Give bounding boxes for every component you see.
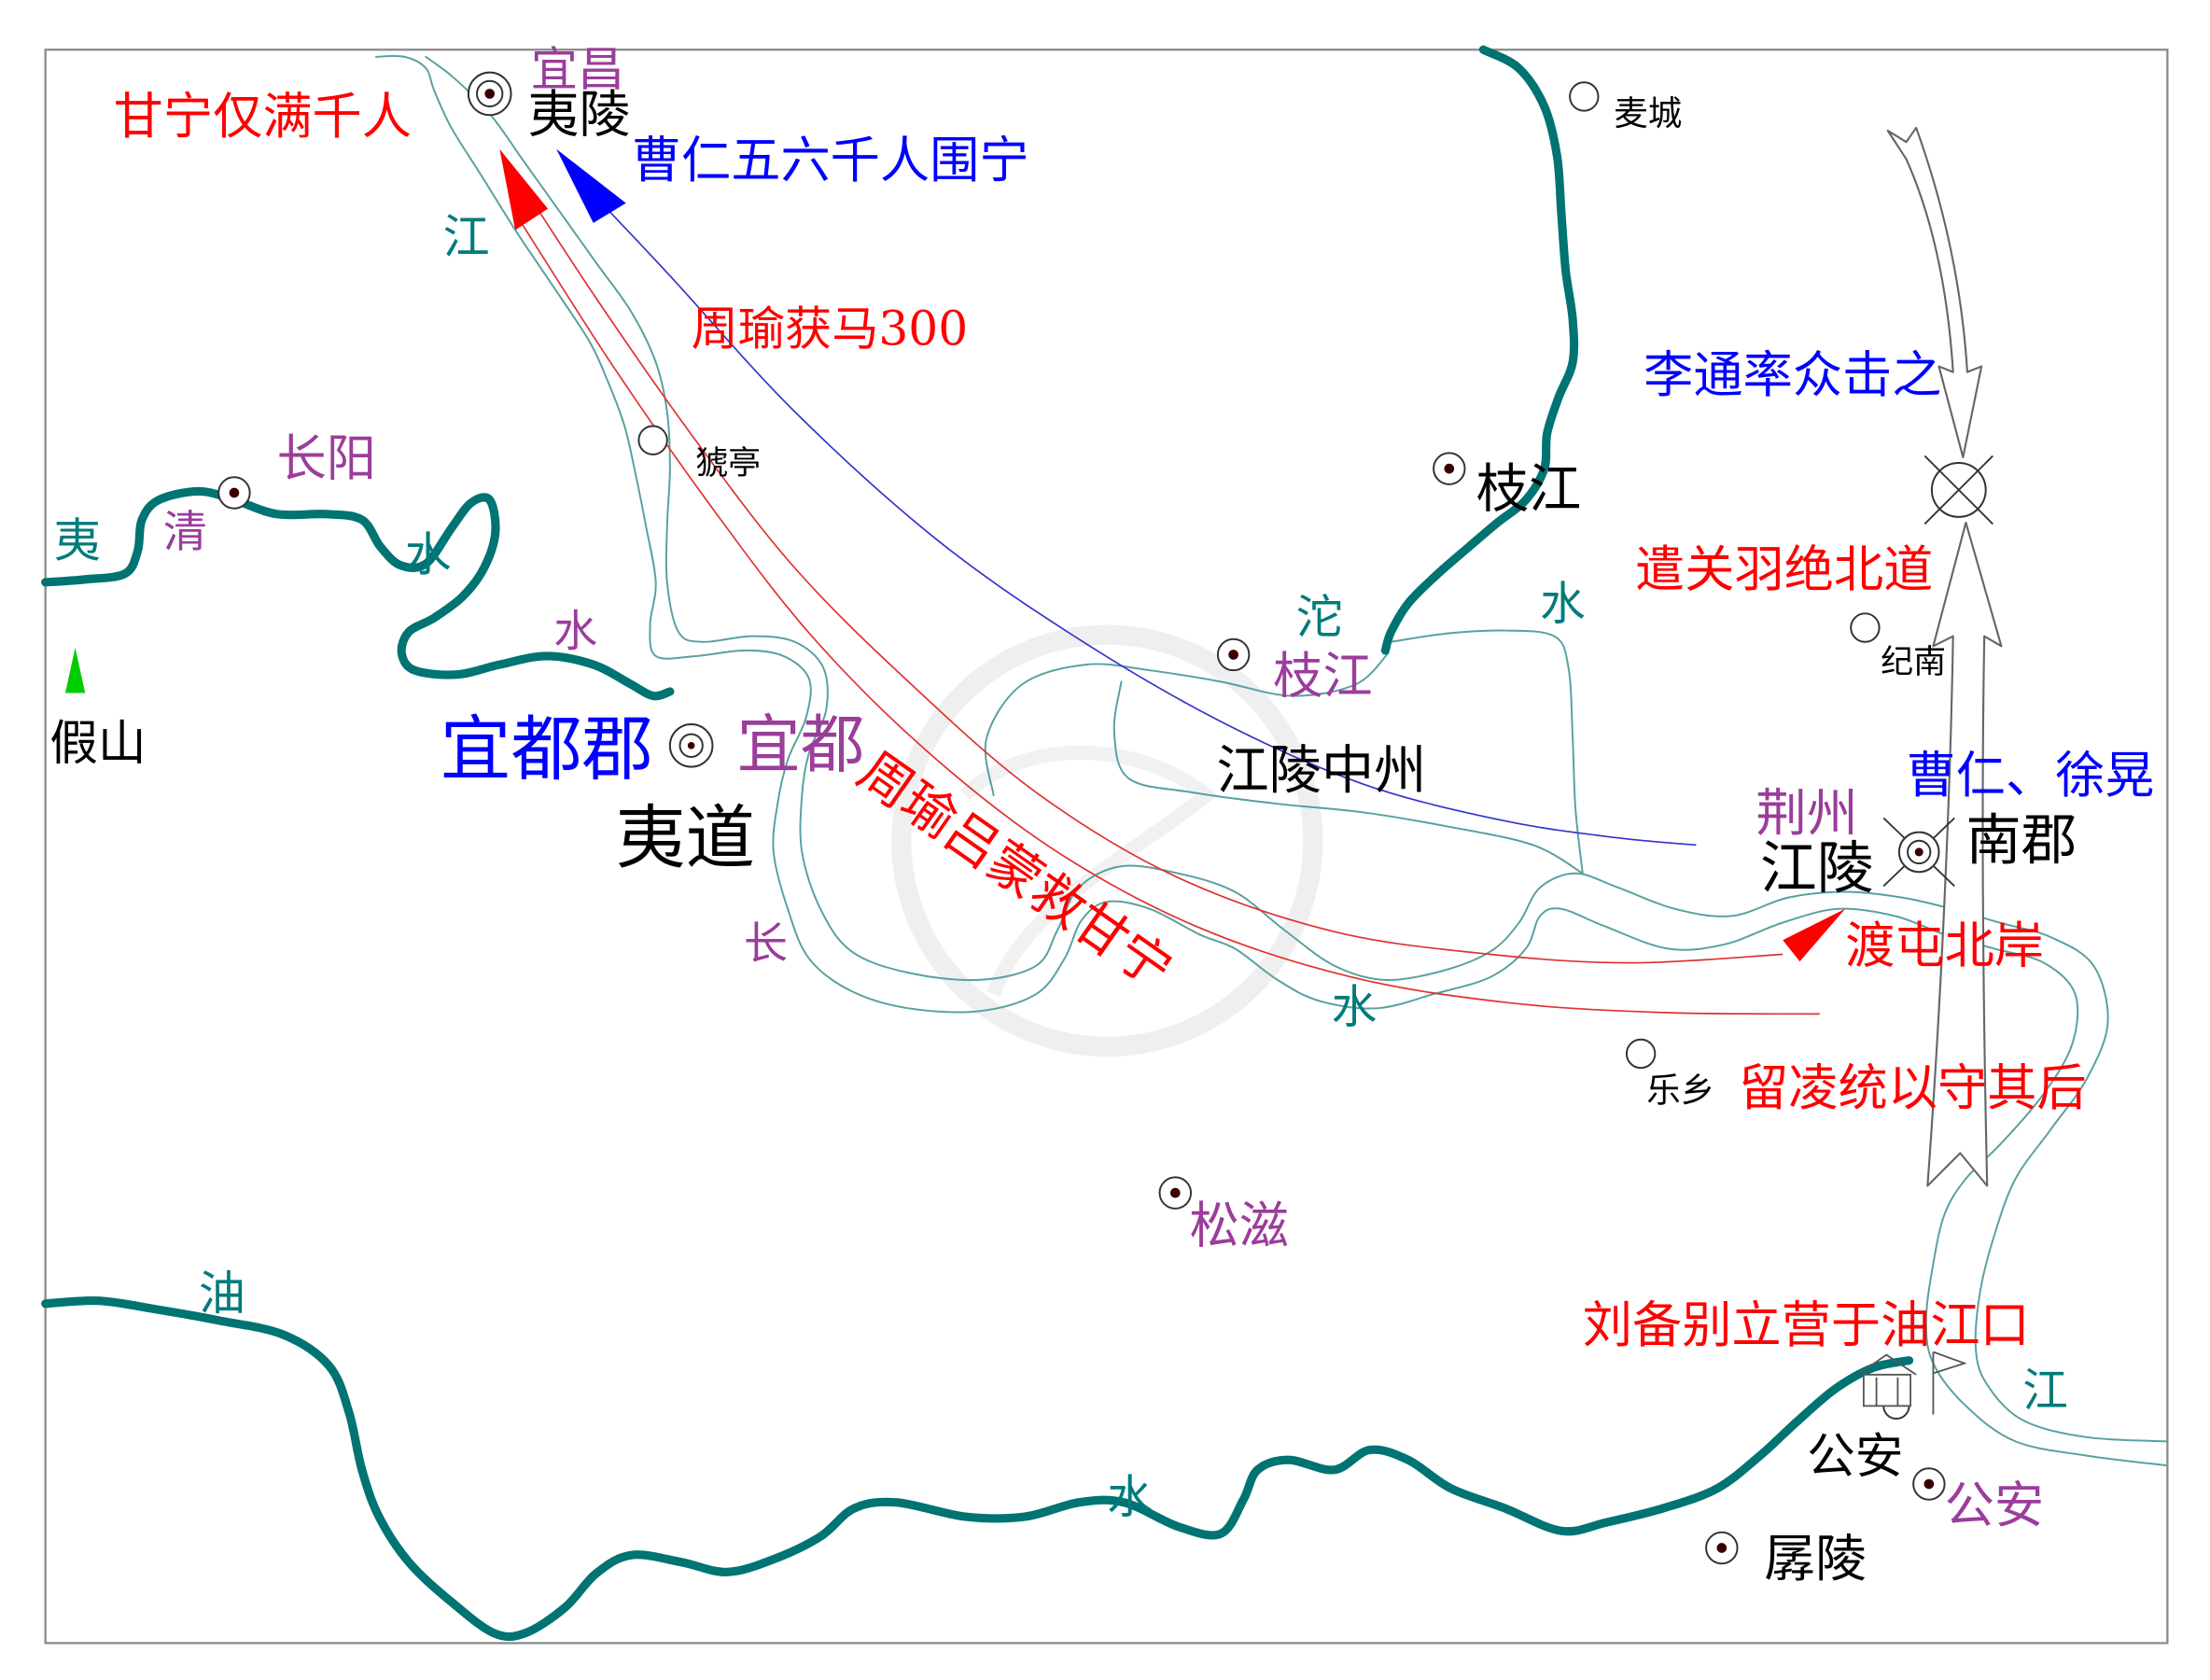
crossed-circle-icon bbox=[1923, 455, 1993, 525]
label-jiangling: 江陵 bbox=[1760, 836, 1874, 902]
label-yidu: 宜都 bbox=[736, 708, 864, 783]
dot-circle-icon bbox=[1433, 452, 1466, 485]
label-yichang: 宜昌 bbox=[531, 41, 624, 96]
label-jingzhou: 荆州 bbox=[1755, 783, 1857, 843]
rivers bbox=[41, 45, 2169, 1642]
dot-circle-icon bbox=[1158, 1176, 1193, 1210]
river-label-jiang-shui: 水 bbox=[1332, 982, 1378, 1034]
label-zhijiang-modern: 枝江 bbox=[1273, 648, 1372, 706]
double-circle-icon bbox=[467, 71, 512, 117]
label-changyang: 长阳 bbox=[277, 430, 376, 488]
river-label-chang: 长 bbox=[744, 918, 788, 970]
circle-icon bbox=[1569, 81, 1600, 112]
label-gongan-ancient: 公安 bbox=[1807, 1429, 1903, 1485]
camp-icon bbox=[1857, 1351, 1967, 1415]
zhongzhou-south-channel bbox=[1112, 680, 1584, 875]
label-mountain: 假山 bbox=[49, 716, 146, 772]
dot-circle-icon bbox=[1912, 1467, 1946, 1501]
tuo-river bbox=[1390, 629, 1584, 875]
dot-circle-icon bbox=[1216, 637, 1251, 672]
annotation-li-tong-attacks: 李通率众击之 bbox=[1644, 346, 1941, 404]
annotation-gan-ning-troops: 甘宁仅满千人 bbox=[114, 88, 412, 146]
circle-icon bbox=[637, 425, 668, 455]
river-label-tuo: 沱 bbox=[1296, 590, 1343, 645]
double-circle-icon bbox=[668, 723, 714, 768]
label-gongan-modern: 公安 bbox=[1945, 1477, 2044, 1534]
river-label-qing: 清 bbox=[163, 507, 207, 558]
cao-ren-route-line bbox=[566, 166, 1697, 847]
label-jinan: 纪南 bbox=[1881, 644, 1946, 681]
label-yidao: 夷道 bbox=[616, 798, 755, 879]
gan-ning-arrow-icon bbox=[499, 148, 549, 231]
river-label-yi-shui: 水 bbox=[404, 527, 451, 582]
you-river bbox=[41, 1295, 1914, 1642]
river-label-you-shui: 水 bbox=[1107, 1471, 1153, 1523]
label-nanjun: 南郡 bbox=[1965, 808, 2077, 873]
map-border bbox=[44, 49, 2169, 1645]
crossed-double-circle-icon bbox=[1882, 817, 1955, 888]
river-label-yi: 夷 bbox=[54, 512, 101, 567]
circle-icon bbox=[1850, 612, 1881, 643]
annotation-guan-yu-north-road: 遣关羽绝北道 bbox=[1635, 540, 1933, 598]
label-zhijiang-ancient: 枝江 bbox=[1476, 459, 1582, 520]
river-label-jiang-lower: 江 bbox=[2022, 1365, 2068, 1417]
rescue-route-line-south bbox=[521, 223, 1820, 1015]
label-songzi: 松滋 bbox=[1189, 1197, 1288, 1254]
river-label-tuo-shui: 水 bbox=[1540, 578, 1586, 630]
label-yiling: 夷陵 bbox=[528, 84, 630, 144]
mountain-triangle-icon bbox=[64, 647, 86, 693]
troop-routes bbox=[499, 126, 2003, 1187]
annotation-cao-ren-xu-huang: 曹仁、徐晃 bbox=[1907, 747, 2155, 805]
zhongzhou-north-channel bbox=[984, 651, 1390, 797]
label-maicheng: 麦城 bbox=[1614, 93, 1682, 133]
circle-icon bbox=[1625, 1038, 1657, 1070]
annotation-cross-north-bank: 渡屯北岸 bbox=[1845, 917, 2044, 975]
annotation-cao-ren-besieges: 曹仁五六千人围宁 bbox=[632, 132, 1029, 189]
li-tong-attack-arrow-icon bbox=[1886, 126, 1983, 459]
place-markers bbox=[64, 71, 1993, 1565]
ju-zhang-river bbox=[1380, 45, 1579, 655]
annotation-zhou-yu-horses: 周瑜获马300 bbox=[692, 301, 968, 357]
label-yidu-commandery: 宜都郡 bbox=[440, 707, 652, 791]
label-chanling: 孱陵 bbox=[1764, 1529, 1866, 1589]
cao-ren-arrow-icon bbox=[556, 148, 626, 223]
dot-circle-icon bbox=[1705, 1531, 1739, 1565]
yangtze-east-bank bbox=[425, 55, 2169, 1443]
dot-circle-icon bbox=[217, 476, 251, 510]
yangtze-west-bank bbox=[375, 55, 2169, 1467]
river-label-you: 油 bbox=[199, 1266, 245, 1321]
label-xiaoting: 猇亭 bbox=[695, 445, 761, 483]
rescue-route-line-north bbox=[504, 158, 1783, 964]
river-label-jiang-upper: 江 bbox=[443, 209, 490, 264]
annotation-ling-tong-rear: 留凌统以守其后 bbox=[1739, 1059, 2087, 1117]
label-jiangling-zhongzhou: 江陵中州 bbox=[1216, 740, 1426, 801]
river-label-qing-shui: 水 bbox=[553, 606, 597, 657]
qing-river bbox=[41, 486, 675, 701]
cao-ren-xu-huang-arrow-icon bbox=[1926, 521, 2003, 1187]
label-lexiang: 乐乡 bbox=[1646, 1071, 1714, 1111]
annotation-liu-bei-camp: 刘备别立营于油江口 bbox=[1583, 1296, 2030, 1354]
cross-river-arrow-icon bbox=[1783, 908, 1846, 962]
